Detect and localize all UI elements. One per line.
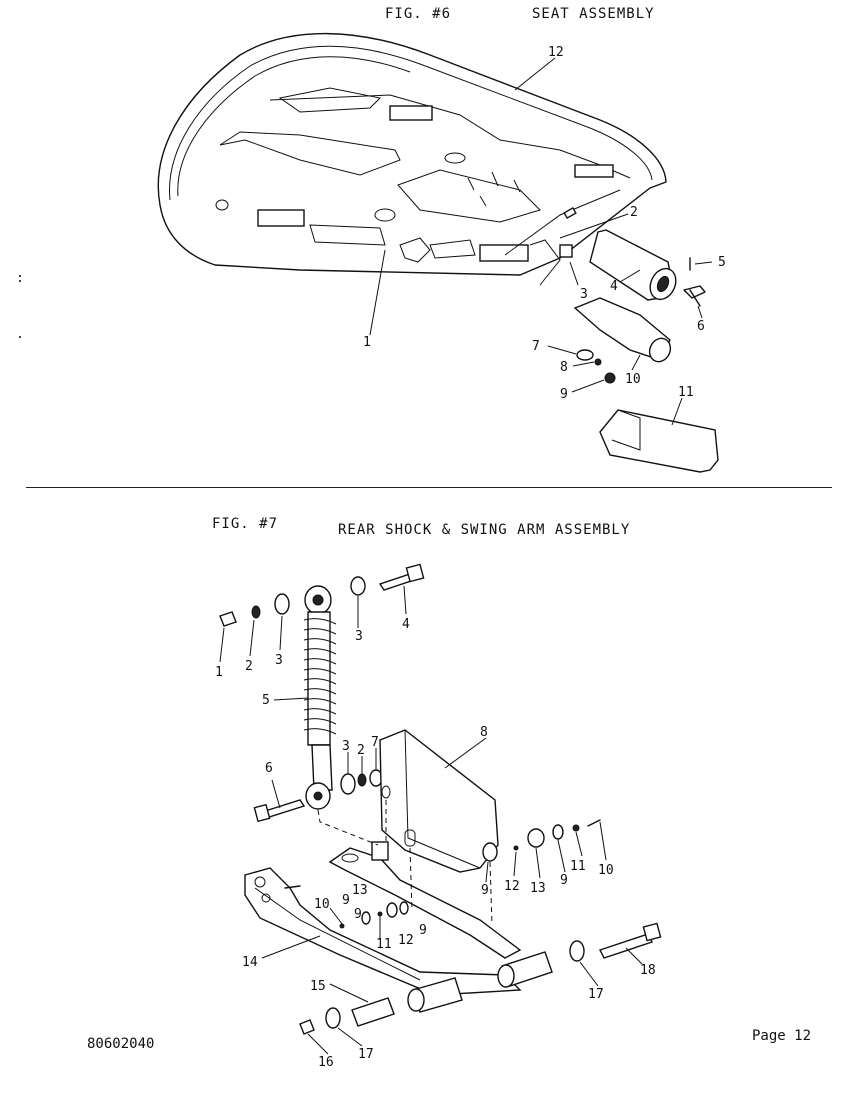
seat-assembly-diagram: 12 2 5 4 3 6 1 7 8 10 9 11 : . [16, 32, 726, 473]
section-divider [26, 487, 832, 488]
svg-text:.: . [16, 327, 24, 342]
callout-16: 16 [318, 1055, 334, 1070]
callout-14: 14 [242, 955, 258, 970]
callout-11b: 11 [376, 937, 392, 952]
callout-3: 3 [275, 653, 283, 668]
callout-4: 4 [402, 617, 410, 632]
callout-6: 6 [265, 761, 273, 776]
latch-parts [573, 229, 719, 473]
callout-17b: 17 [358, 1047, 374, 1062]
callout-9d: 9 [354, 907, 362, 922]
fig6-leader-lines [369, 57, 713, 426]
callout-2b: 2 [357, 743, 365, 758]
callout-8: 8 [480, 725, 488, 740]
callout-10: 10 [625, 372, 641, 387]
swing-arm-drawing [244, 819, 662, 1035]
callout-3: 3 [580, 287, 588, 302]
callout-17: 17 [588, 987, 604, 1002]
callout-1: 1 [215, 665, 223, 680]
callout-3c: 3 [342, 739, 350, 754]
callout-9b: 9 [560, 873, 568, 888]
callout-9c: 9 [342, 893, 350, 908]
callout-11: 11 [570, 859, 586, 874]
callout-12: 12 [548, 45, 564, 60]
callout-9: 9 [560, 387, 568, 402]
callout-3b: 3 [355, 629, 363, 644]
callout-12b: 12 [398, 933, 414, 948]
callout-13: 13 [530, 881, 546, 896]
callout-11: 11 [678, 385, 694, 400]
fig7-number: FIG. #7 [212, 516, 279, 532]
fig6-title: SEAT ASSEMBLY [532, 6, 655, 22]
callout-10: 10 [598, 863, 614, 878]
callout-18: 18 [640, 963, 656, 978]
chain-guard-plate [379, 729, 499, 873]
callout-6: 6 [697, 319, 705, 334]
callout-9e: 9 [419, 923, 427, 938]
fig7-leader-lines [219, 585, 643, 1055]
rear-shock-drawing [219, 563, 425, 823]
svg-text::: : [16, 271, 24, 286]
fig6-callouts: 12 2 5 4 3 6 1 7 8 10 9 11 [363, 45, 726, 402]
fig7-callouts: 1 2 3 3 4 5 3 2 7 8 6 9 12 13 9 11 10 13… [215, 617, 656, 1070]
callout-15: 15 [310, 979, 326, 994]
callout-1: 1 [363, 335, 371, 350]
fig7-title: REAR SHOCK & SWING ARM ASSEMBLY [338, 522, 631, 538]
callout-10b: 10 [314, 897, 330, 912]
document-number: 80602040 [87, 1036, 155, 1052]
callout-5: 5 [262, 693, 270, 708]
callout-2: 2 [630, 205, 638, 220]
fig6-number: FIG. #6 [385, 6, 452, 22]
callout-2: 2 [245, 659, 253, 674]
page-number: Page 12 [752, 1028, 812, 1044]
fig7-dashed-assembly-lines [317, 800, 493, 926]
callout-4: 4 [610, 279, 618, 294]
callout-5: 5 [718, 255, 726, 270]
callout-12: 12 [504, 879, 520, 894]
callout-7: 7 [371, 735, 379, 750]
callout-13b: 13 [352, 883, 368, 898]
callout-8: 8 [560, 360, 568, 375]
callout-9: 9 [481, 883, 489, 898]
seat-pan-drawing [157, 32, 667, 286]
callout-7: 7 [532, 339, 540, 354]
